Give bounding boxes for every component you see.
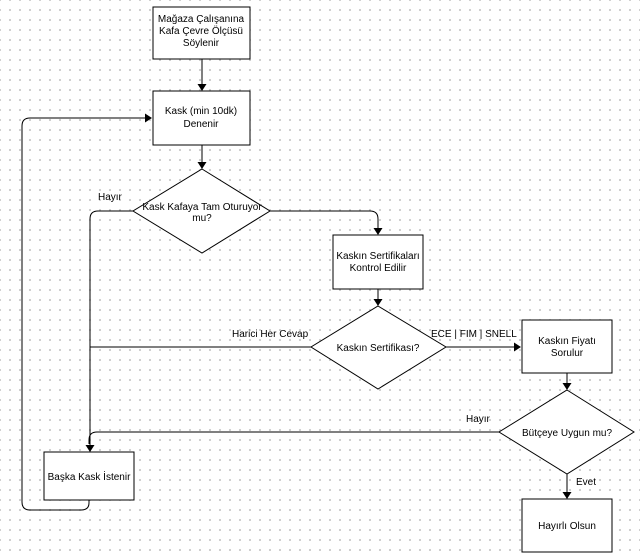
edge-label-cert-ok: ECE | FIM | SNELL <box>431 329 517 340</box>
try-helmet-line-1: Kask (min 10dk) <box>165 106 237 117</box>
arrowhead <box>197 84 207 91</box>
price-line-1: Kaskın Fiyatı <box>538 336 596 347</box>
cert-decision: Kaskın Sertifikası? <box>310 305 447 390</box>
cert-check-node: Kaskın Sertifikaları Kontrol Edilir <box>332 234 424 290</box>
arrowhead <box>562 383 572 390</box>
arrowhead <box>197 162 207 169</box>
arrowhead <box>373 228 383 235</box>
arrowhead <box>373 299 383 306</box>
fit-check-line-1: Kask Kafaya Tam Oturuyor <box>142 202 262 213</box>
other-helmet-label: Başka Kask İstenir <box>48 470 131 483</box>
budget-label: Bütçeye Uygun mu? <box>522 428 612 439</box>
try-helmet-node: Kask (min 10dk) Denenir <box>152 90 251 146</box>
edge-fit-no-to-other <box>89 210 133 445</box>
arrowhead <box>85 445 95 452</box>
start-node: Mağaza Çalışanına Kafa Çevre Ölçüsü Söyl… <box>152 6 251 60</box>
price-line-2: Sorulur <box>551 348 584 359</box>
edge-fit-to-cert <box>270 210 379 228</box>
start-line-3: Söylenir <box>183 38 220 49</box>
fit-check-line-2: mu? <box>192 213 212 224</box>
fit-check-decision: Kask Kafaya Tam Oturuyor mu? <box>132 168 271 254</box>
cert-decision-label: Kaskın Sertifikası? <box>337 343 420 354</box>
cert-check-line-1: Kaskın Sertifikaları <box>336 251 419 262</box>
price-node: Kaskın Fiyatı Sorulur <box>521 319 613 374</box>
arrowhead <box>514 342 521 352</box>
arrowhead <box>145 113 152 123</box>
edge-label-cert-other: Harici Her Cevap <box>232 329 309 340</box>
edge-other-loop-to-try <box>21 117 145 511</box>
edge-label-fit-no: Hayır <box>98 192 123 203</box>
result-node: Hayırlı Olsun <box>521 498 613 553</box>
budget-decision: Bütçeye Uygun mu? <box>498 389 635 475</box>
edge-label-budget-yes: Evet <box>576 477 596 488</box>
result-label: Hayırlı Olsun <box>538 521 596 532</box>
start-line-2: Kafa Çevre Ölçüsü <box>159 25 243 37</box>
edge-budget-no-to-other <box>88 431 499 444</box>
try-helmet-line-2: Denenir <box>183 119 219 130</box>
arrowhead <box>562 492 572 499</box>
edge-label-budget-no: Hayır <box>466 414 491 425</box>
other-helmet-node: Başka Kask İstenir <box>43 451 135 501</box>
start-line-1: Mağaza Çalışanına <box>158 14 245 25</box>
cert-check-line-2: Kontrol Edilir <box>350 263 407 274</box>
